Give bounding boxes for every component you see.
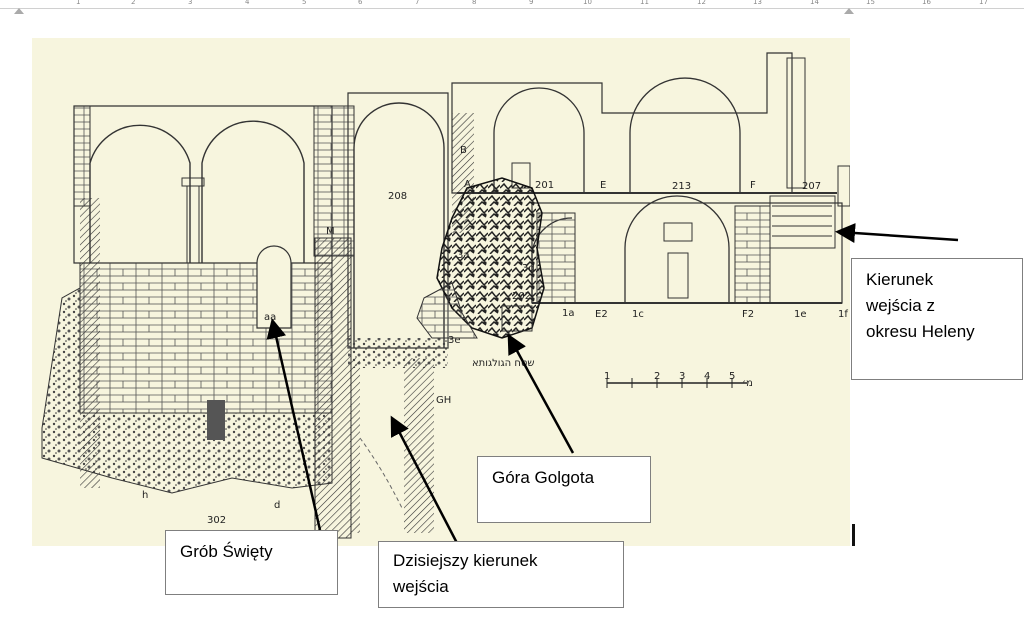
ruler-number: 1 — [76, 0, 81, 6]
ruler-number: 3 — [188, 0, 193, 6]
ruler-number: 8 — [472, 0, 477, 6]
scale-tick-label: 1 — [604, 371, 611, 382]
label-h: h — [142, 490, 149, 501]
label-e2: E2 — [595, 309, 608, 320]
scale-unit-label: מ׳ — [742, 378, 753, 389]
ruler-number: 15 — [866, 0, 875, 6]
scale-tick-label: 2 — [654, 371, 661, 382]
right-indent-marker[interactable] — [844, 8, 854, 14]
ruler-number: 5 — [302, 0, 307, 6]
label-1e: 1e — [794, 309, 807, 320]
label-1a: 1a — [562, 308, 575, 319]
label-208: 208 — [388, 191, 408, 202]
label-1c: 1c — [632, 309, 644, 320]
text-cursor — [852, 524, 855, 546]
callout-helena-entrance[interactable]: Kierunek wejścia z okresu Heleny — [851, 258, 1023, 380]
ruler-number: 6 — [358, 0, 363, 6]
section-sketch — [41, 52, 850, 539]
label-202: 202 — [512, 291, 532, 302]
architectural-section-drawing: 208 B A M 201 E 213 F 207 aa 3a 3d 202 1… — [32, 38, 850, 546]
left-indent-marker[interactable] — [14, 8, 24, 14]
ruler-number: 4 — [245, 0, 250, 6]
callout-golgota[interactable]: Góra Golgota — [477, 456, 651, 523]
ruler-number: 7 — [415, 0, 420, 6]
ruler-number: 11 — [640, 0, 649, 6]
label-a: A — [464, 179, 471, 190]
arrow-helena — [835, 223, 959, 243]
label-207: 207 — [802, 181, 822, 192]
label-213: 213 — [672, 181, 692, 192]
ruler-number: 2 — [131, 0, 136, 6]
label-hebrew: שטח הגולגותא — [472, 358, 535, 369]
label-f2: F2 — [742, 309, 755, 320]
label-m: M — [326, 226, 335, 237]
ruler-number: 13 — [753, 0, 762, 6]
label-b: B — [460, 145, 467, 156]
label-1f: 1f — [838, 309, 848, 320]
ruler-number: 9 — [529, 0, 534, 6]
ruler-number: 16 — [922, 0, 931, 6]
label-3a: 3a — [457, 250, 470, 261]
scale-tick-label: 4 — [704, 371, 711, 382]
label-e: E — [600, 180, 607, 191]
ruler-number: 17 — [979, 0, 988, 6]
label-aa: aa — [264, 312, 277, 323]
ruler-number: 14 — [810, 0, 819, 6]
label-201: 201 — [535, 180, 555, 191]
ruler: 1 2 3 4 5 6 7 8 9 10 11 12 13 14 15 16 1… — [0, 0, 1024, 9]
label-gh: GH — [436, 395, 452, 406]
label-3e: 3e — [448, 335, 461, 346]
label-d: d — [274, 500, 281, 511]
scale-tick-label: 3 — [679, 371, 686, 382]
ruler-number: 12 — [697, 0, 706, 6]
callout-current-entrance[interactable]: Dzisiejszy kierunek wejścia — [378, 541, 624, 608]
label-f: F — [750, 180, 756, 191]
label-302: 302 — [207, 515, 227, 526]
ruler-number: 10 — [583, 0, 592, 6]
callout-grob[interactable]: Grób Święty — [165, 530, 338, 595]
scale-tick-label: 5 — [729, 371, 736, 382]
label-3d: 3d — [522, 263, 535, 274]
